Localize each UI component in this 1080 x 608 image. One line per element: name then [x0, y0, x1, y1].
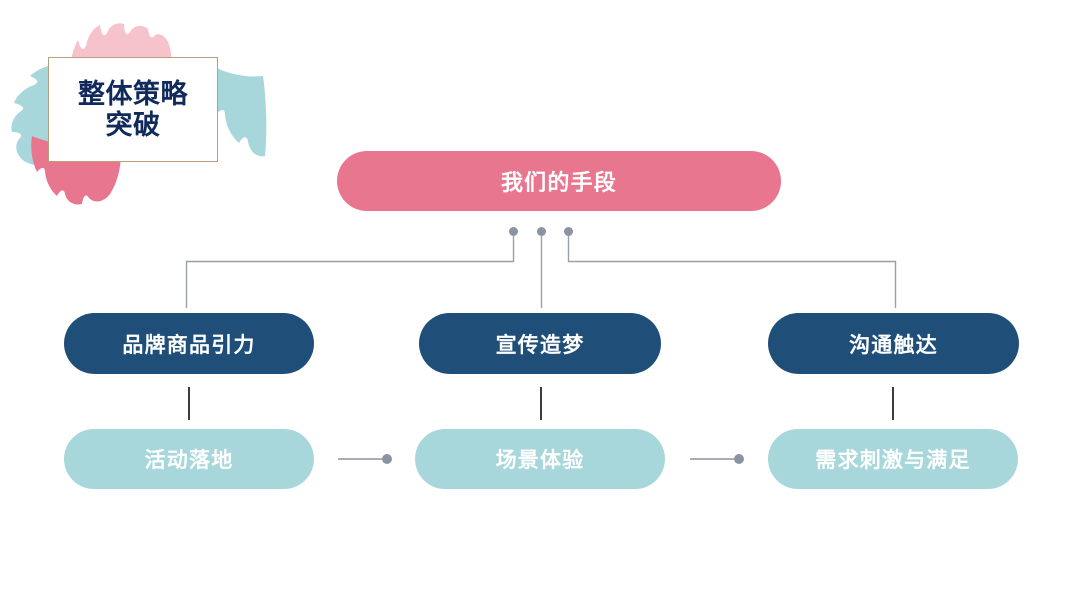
title-card: 整体策略 突破: [48, 57, 218, 162]
node-leaf-1[interactable]: 活动落地: [64, 429, 314, 489]
stem-line-3: [892, 387, 894, 420]
node-leaf-2[interactable]: 场景体验: [415, 429, 665, 489]
node-branch-3[interactable]: 沟通触达: [768, 313, 1019, 374]
connector-dot-3: [564, 227, 573, 236]
node-branch-1[interactable]: 品牌商品引力: [64, 313, 314, 374]
teal-brush-right-decoration: [207, 64, 269, 174]
connector-dot-1: [509, 227, 518, 236]
page-title: 整体策略 突破: [78, 79, 188, 140]
title-block: 整体策略 突破: [10, 22, 275, 207]
node-branch-2[interactable]: 宣传造梦: [419, 313, 661, 374]
stem-line-1: [188, 387, 190, 420]
node-leaf-3[interactable]: 需求刺激与满足: [768, 429, 1018, 489]
connector-dot-2: [537, 227, 546, 236]
stem-line-2: [540, 387, 542, 420]
node-head[interactable]: 我们的手段: [337, 151, 781, 211]
